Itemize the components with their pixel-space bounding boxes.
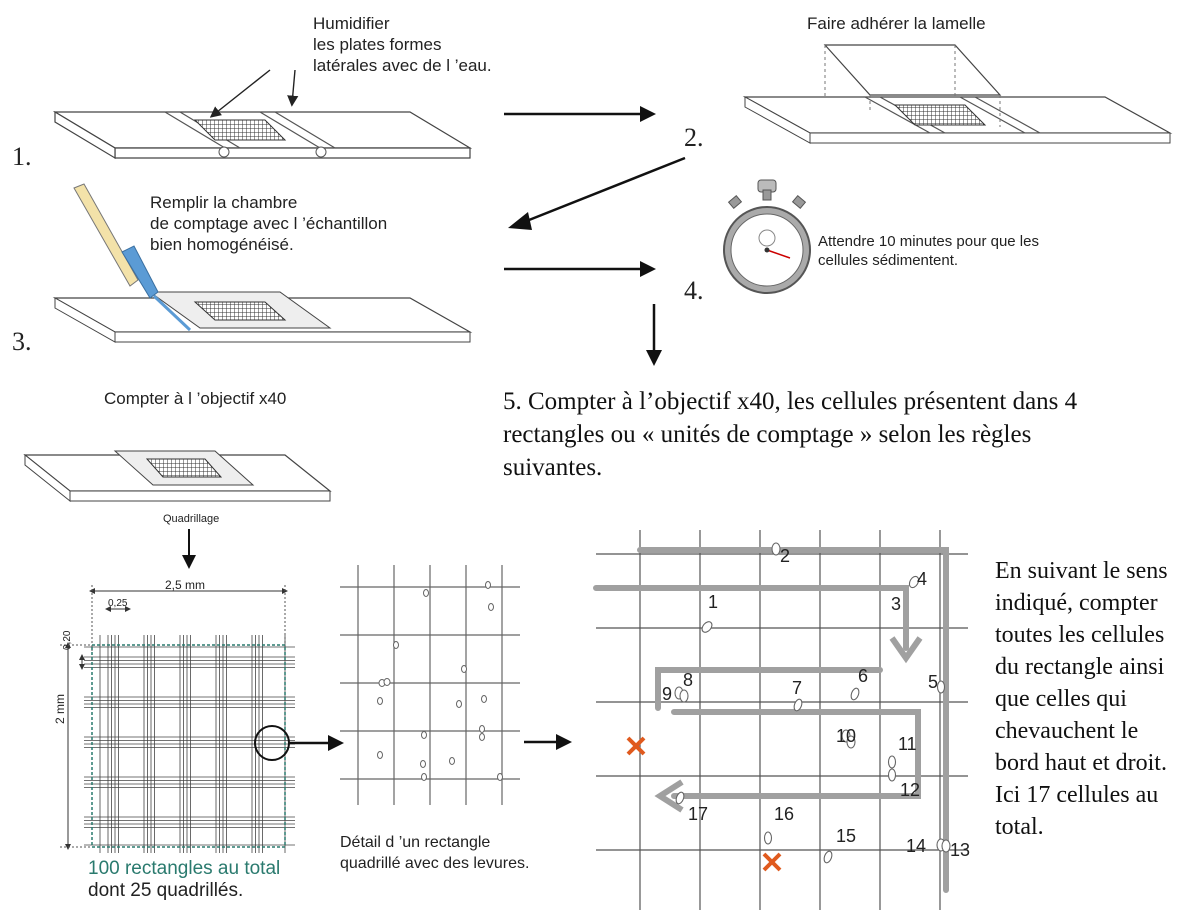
step-3-slide-illustration (52, 183, 473, 343)
cell-number: 1 (708, 592, 718, 612)
excluded-cell-cross (626, 736, 782, 872)
cell-number: 6 (858, 666, 868, 686)
step-2-number: 2. (684, 123, 704, 152)
counting-direction-path (593, 547, 949, 893)
counting-instructions: En suivant le sens indiqué, compter tout… (995, 558, 1168, 840)
arrow-2-to-3 (508, 156, 686, 230)
count-slide-illustration (23, 450, 332, 503)
stopwatch-icon (723, 179, 811, 294)
count-slide-title: Compter à l ’objectif x40 (104, 389, 287, 408)
cell-number: 13 (950, 840, 970, 860)
grid-caption-line-2: dont 25 quadrillés. (88, 880, 244, 901)
cell-number: 3 (891, 594, 901, 614)
arrow-4-to-5 (646, 304, 662, 366)
arrow-3-to-4 (504, 261, 656, 277)
cell-number: 8 (683, 670, 693, 690)
cell-number: 10 (836, 726, 856, 746)
arrow-1-to-2 (504, 106, 656, 122)
arrow-slide-to-grid (182, 529, 196, 569)
grid-cell-width-label: 0,25 (108, 598, 128, 609)
cell-number: 2 (780, 546, 790, 566)
cell-number: 12 (900, 780, 920, 800)
cell-number: 11 (898, 734, 917, 754)
cell-number: 7 (792, 678, 802, 698)
counting-rectangle: 1 2 3 4 5 6 7 8 9 10 11 12 13 14 15 16 1… (593, 530, 970, 910)
detail-rectangle (340, 565, 520, 805)
grid-caption: 100 rectangles au total dont 25 quadrill… (88, 858, 280, 902)
detail-caption: Détail d ’un rectangle quadrillé avec de… (340, 834, 530, 872)
step-3-label: Remplir la chambre de comptage avec l ’é… (150, 193, 388, 254)
step-5-text: 5. Compter à l’objectif x40, les cellule… (503, 388, 1078, 481)
cell-number: 9 (662, 684, 672, 704)
step-1-label: Humidifier les plates formes latérales a… (313, 14, 492, 75)
cell-numbers: 1 2 3 4 5 6 7 8 9 10 11 12 13 14 15 16 1… (662, 546, 970, 860)
cell-number: 5 (928, 672, 938, 692)
step-4-label: Attendre 10 minutes pour que les cellule… (818, 233, 1039, 269)
counting-grid (60, 585, 344, 853)
cell-number: 15 (836, 826, 856, 846)
cell-number: 4 (917, 569, 927, 589)
cell-number: 16 (774, 804, 794, 824)
step-3-number: 3. (12, 327, 32, 356)
grid-caption-line-1: 100 rectangles au total (88, 858, 281, 879)
direction-arrowheads (654, 636, 923, 813)
step-2-slide-illustration (742, 44, 1173, 144)
cell-number: 14 (906, 836, 926, 856)
step-1-number: 1. (12, 142, 32, 171)
grid-label: Quadrillage (163, 513, 220, 525)
step-1-slide-illustration (52, 69, 473, 160)
step-2-label: Faire adhérer la lamelle (807, 14, 986, 33)
step-4-number: 4. (684, 276, 704, 305)
cell-number: 17 (688, 804, 708, 824)
arrow-detail-to-counting (524, 734, 572, 750)
